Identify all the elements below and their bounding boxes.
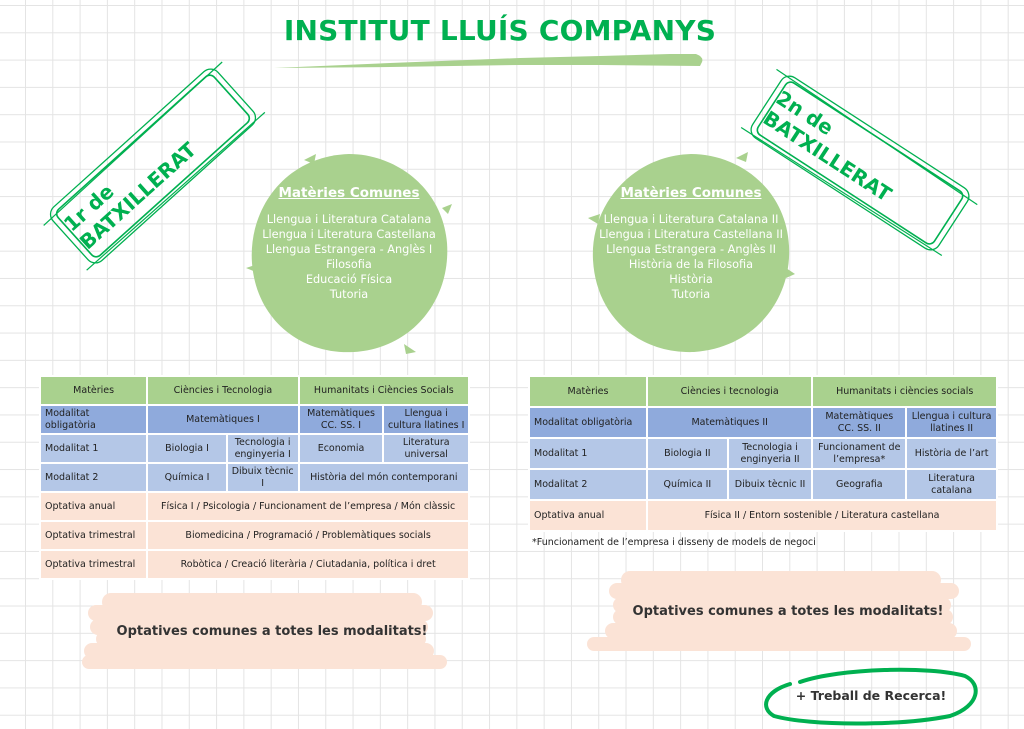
first-year-common-subjects: Matèries Comunes Llengua i Literatura Ca… [244, 148, 454, 358]
second-year-common-subjects: Matèries Comunes Llengua i Literatura Ca… [586, 148, 796, 358]
callout-label: Optatives comunes a totes les modalitats… [116, 623, 428, 639]
research-project-note: + Treball de Recerca! [760, 662, 982, 728]
common-subject: Llengua i Literatura Catalana II [603, 213, 779, 226]
table-cell: Matemàtiques I [146, 404, 300, 435]
paint-circle-icon [246, 154, 452, 354]
table-cell: Tecnologia i enginyeria I [225, 433, 300, 464]
row-label: Optativa anual [38, 491, 149, 522]
header-cell: Ciències i Tecnologia [146, 375, 300, 406]
row-label: Modalitat 2 [38, 462, 149, 493]
page-title: INSTITUT LLUÍS COMPANYS [283, 14, 717, 47]
table-row: Modalitat 1 Biologia II Tecnologia i eng… [528, 437, 998, 470]
badge-frame-icon [43, 61, 266, 271]
header-cell: Humanitats i Ciències Socials [297, 375, 471, 406]
header-cell: Ciències i tecnologia [645, 375, 814, 408]
table-cell: Física II / Entorn sostenible / Literatu… [646, 499, 998, 532]
table-cell: Tecnologia i enginyeria II [726, 437, 814, 470]
header-cell: Matèries [528, 375, 648, 408]
table-row: Optativa trimestral Biomedicina / Progra… [38, 520, 470, 551]
table-cell: Robòtica / Creació literària / Ciutadani… [146, 549, 470, 580]
common-subject: Tutoria [671, 288, 711, 301]
table-header-row: Matèries Ciències i Tecnologia Humanitat… [38, 375, 471, 406]
common-subjects-title: Matèries Comunes [278, 185, 420, 201]
table-cell: Funcionament de l’empresa* [811, 437, 908, 470]
first-year-badge: 1r de BATXILLERAT [43, 61, 266, 271]
table-cell: Dibuix tècnic I [225, 462, 300, 493]
table-cell: Economia [297, 433, 385, 464]
header-cell: Matèries [38, 375, 149, 406]
second-year-schedule-table: Matèries Ciències i tecnologia Humanitat… [528, 375, 998, 532]
table-cell: Dibuix tècnic II [726, 468, 814, 501]
common-subjects-title: Matèries Comunes [620, 185, 762, 201]
common-subject: Educació Física [305, 273, 393, 286]
table-header-row: Matèries Ciències i tecnologia Humanitat… [528, 375, 998, 408]
table-cell: Biologia II [646, 437, 729, 470]
table-row: Modalitat 2 Química I Dibuix tècnic I Hi… [38, 462, 471, 493]
row-label: Modalitat 1 [38, 433, 149, 464]
row-label: Modalitat 1 [528, 437, 648, 470]
table-cell: Matemàtiques CC. SS. I [297, 404, 385, 435]
table-cell: Biomedicina / Programació / Problemàtiqu… [146, 520, 470, 551]
first-year-optional-callout: Optatives comunes a totes les modalitats… [82, 587, 462, 675]
table-cell: Geografia [811, 468, 908, 501]
row-label: Optativa trimestral [38, 520, 149, 551]
table-row: Optativa anual Física I / Psicologia / F… [38, 491, 470, 522]
table-cell: Química I [146, 462, 228, 493]
ellipse-marker-icon [764, 667, 978, 726]
paint-circle-icon [588, 152, 795, 353]
title-underline-brush [274, 54, 703, 68]
first-year-schedule-table: Matèries Ciències i Tecnologia Humanitat… [38, 375, 471, 580]
table-row: Modalitat 2 Química II Dibuix tècnic II … [528, 468, 998, 501]
table-row: Modalitat obligatòria Matemàtiques II Ma… [528, 406, 998, 439]
common-subject: Llengua Estrangera - Anglès II [606, 243, 776, 256]
common-subject: Filosofia [326, 258, 372, 271]
badge-frame-icon [740, 68, 978, 256]
common-subject: Llengua Estrangera - Anglès I [265, 243, 433, 256]
common-subject: Tutoria [329, 288, 369, 301]
common-subject: Història [669, 273, 713, 286]
common-subject: Història de la Filosofia [628, 258, 754, 271]
table-cell: Matemàtiques CC. SS. II [811, 406, 908, 439]
common-subject: Llengua i Literatura Castellana [262, 228, 436, 241]
row-label: Optativa anual [528, 499, 648, 532]
table-cell: Matemàtiques II [645, 406, 814, 439]
second-year-optional-callout: Optatives comunes a totes les modalitats… [583, 565, 993, 657]
header-cell: Humanitats i ciències socials [811, 375, 998, 408]
table-row: Modalitat 1 Biologia I Tecnologia i engi… [38, 433, 470, 464]
table-cell: Literatura catalana [905, 468, 998, 501]
table-row: Optativa trimestral Robòtica / Creació l… [38, 549, 470, 580]
table-cell: Història de l’art [905, 437, 998, 470]
table-row: Optativa anual Física II / Entorn sosten… [528, 499, 998, 532]
row-label: Modalitat obligatòria [38, 404, 149, 435]
common-subject: Llengua i Literatura Catalana [266, 213, 432, 226]
paint-stroke-icon [82, 593, 447, 669]
footnote: *Funcionament de l’empresa i disseny de … [532, 537, 816, 548]
table-cell: Literatura universal [382, 433, 470, 464]
table-cell: Llengua i cultura llatines I [382, 404, 470, 435]
row-label: Optativa trimestral [38, 549, 149, 580]
paint-stroke-icon [587, 571, 971, 651]
row-label: Modalitat 2 [528, 468, 648, 501]
second-year-badge: 2n de BATXILLERAT [740, 68, 978, 256]
table-cell: Llengua i cultura llatines II [905, 406, 998, 439]
research-label: + Treball de Recerca! [795, 687, 947, 703]
common-subject: Llengua i Literatura Castellana II [599, 228, 783, 241]
table-cell: Biologia I [146, 433, 228, 464]
table-cell: Química II [646, 468, 729, 501]
row-label: Modalitat obligatòria [528, 406, 648, 439]
callout-label: Optatives comunes a totes les modalitats… [632, 603, 944, 619]
table-cell: Física I / Psicologia / Funcionament de … [146, 491, 470, 522]
table-row: Modalitat obligatòria Matemàtiques I Mat… [38, 404, 470, 435]
table-cell: Història del món contemporani [297, 462, 471, 493]
